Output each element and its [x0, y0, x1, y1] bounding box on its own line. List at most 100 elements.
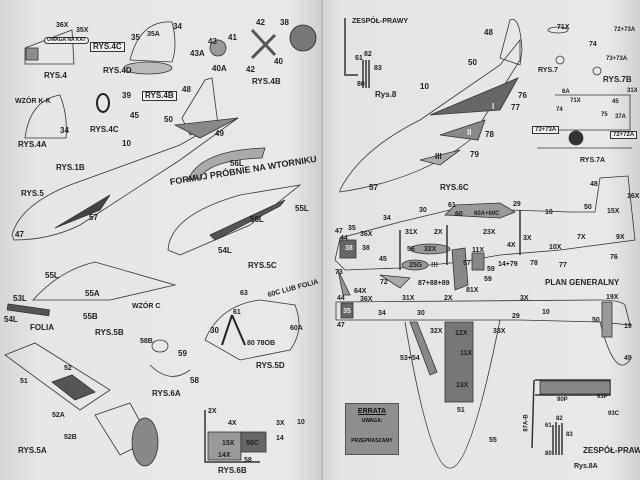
plan-part-32x — [409, 243, 451, 255]
label-51: 51 — [457, 407, 465, 414]
label-93c: 93C — [608, 411, 620, 417]
label-rys4a: RYS.4A — [18, 140, 47, 149]
label-10b: 10 — [297, 419, 305, 426]
label-79: 79 — [470, 150, 479, 159]
rys4b-radiator — [289, 24, 317, 52]
label-10: 10 — [545, 209, 553, 216]
plan-part-59 — [471, 252, 485, 271]
rys8a-ribs — [552, 422, 563, 455]
label-rys5c: RYS.5C — [248, 261, 277, 270]
rys6c-fuselage — [339, 38, 521, 193]
rys5c-strip — [209, 199, 286, 241]
rys5c-fuselage — [167, 184, 302, 256]
label-36x: 36X — [360, 231, 373, 238]
label-75: 75 — [601, 112, 608, 118]
label-53-54: 53+54 — [400, 355, 420, 362]
label-47: 47 — [335, 228, 343, 235]
label-42a: 42 — [256, 18, 265, 27]
label-zespol-prawy: ZESPÓŁ-PRAWY — [352, 18, 409, 25]
label-29: 29 — [512, 313, 520, 320]
part-56L — [187, 147, 266, 181]
label-35: 35 — [343, 308, 351, 315]
label-rys4b: RYS.4B — [252, 77, 281, 86]
rys4d-cowling — [129, 21, 176, 63]
rys6a-part58 — [149, 364, 191, 377]
label-10: 10 — [542, 309, 550, 316]
label-30: 30 — [417, 310, 425, 317]
label-51: 51 — [20, 378, 28, 385]
label-39: 39 — [122, 91, 131, 100]
label-19: 19 — [624, 323, 632, 330]
label-rys5: RYS.5 — [21, 189, 44, 198]
plan-bulkheads — [399, 210, 521, 270]
label-73-73a: 73+73A — [606, 56, 628, 62]
label-74: 74 — [589, 41, 597, 48]
plan-top-view — [335, 299, 631, 326]
rys7-leg — [547, 26, 569, 34]
label-11x: 11X — [460, 350, 473, 357]
label-29: 29 — [513, 201, 521, 208]
label-72-73a: 72+73A — [614, 27, 636, 33]
label-58c: 58C — [246, 440, 259, 447]
label-47: 47 — [15, 230, 24, 239]
label-45: 45 — [612, 99, 619, 105]
label-4x: 4X — [507, 242, 516, 249]
plan-canopy — [444, 202, 516, 219]
label-rys8a: Rys.8A — [574, 463, 598, 470]
label-58d: 58 — [244, 457, 252, 464]
label-wzor-c: WZÓR C — [132, 303, 161, 310]
label-72: 72 — [380, 279, 388, 286]
label-56l: 56L — [230, 159, 244, 168]
label-10x: 10X — [549, 244, 562, 251]
label-33x: 33X — [493, 328, 506, 335]
label-50: 50 — [468, 58, 477, 67]
label-2x: 2X — [208, 408, 217, 415]
rys7b-wheel — [592, 66, 602, 76]
label-61b: 61 — [545, 423, 552, 429]
label-56l-2: 56L — [250, 215, 264, 224]
label-35a: 35A — [147, 31, 160, 38]
rys6c-panel-III — [419, 149, 461, 166]
label-78: 78 — [530, 260, 538, 267]
label-4x: 4X — [228, 420, 237, 427]
plan-part-72 — [379, 274, 411, 289]
label-10: 10 — [122, 139, 131, 148]
label-40a: 40A — [212, 64, 227, 73]
label-49: 49 — [215, 129, 224, 138]
label-45: 45 — [379, 256, 387, 263]
rys6c-fin — [499, 18, 523, 66]
label-63: 63 — [240, 290, 248, 297]
rys6b-frame — [204, 410, 260, 463]
label-83: 83 — [374, 65, 382, 72]
label-3x: 3X — [523, 235, 532, 242]
label-58b: 58B — [140, 338, 153, 345]
label-35: 35 — [131, 33, 140, 42]
label-31x: 31X — [402, 295, 415, 302]
label-74b: 74 — [556, 107, 563, 113]
label-82b: 82 — [556, 416, 563, 422]
label-35: 35 — [348, 225, 356, 232]
label-50: 50 — [164, 115, 173, 124]
label-44: 44 — [337, 295, 345, 302]
label-78: 78 — [485, 130, 494, 139]
rys5-exhaust — [54, 194, 111, 229]
label-87a-b: 87A-B — [523, 414, 530, 432]
label-14x: 14X — [218, 452, 231, 459]
label-73-73a-box: 73+73A — [532, 126, 560, 134]
label-59a: 59 — [487, 266, 495, 273]
plan-part-35 — [340, 302, 354, 319]
label-61: 61 — [233, 309, 241, 316]
part-58c — [240, 431, 267, 453]
label-52b: 52B — [64, 434, 77, 441]
rys8a-panel — [539, 380, 611, 395]
label-panel-II: II — [467, 128, 472, 137]
rys4b-frame — [250, 28, 277, 60]
label-7x: 7X — [577, 234, 586, 241]
label-rys5d: RYS.5D — [256, 361, 285, 370]
rys4-grey-panel — [25, 47, 39, 61]
label-73: 73 — [335, 269, 343, 276]
label-35x: 35X — [76, 27, 89, 34]
rys6a-tube — [151, 339, 169, 353]
label-48: 48 — [590, 181, 598, 188]
